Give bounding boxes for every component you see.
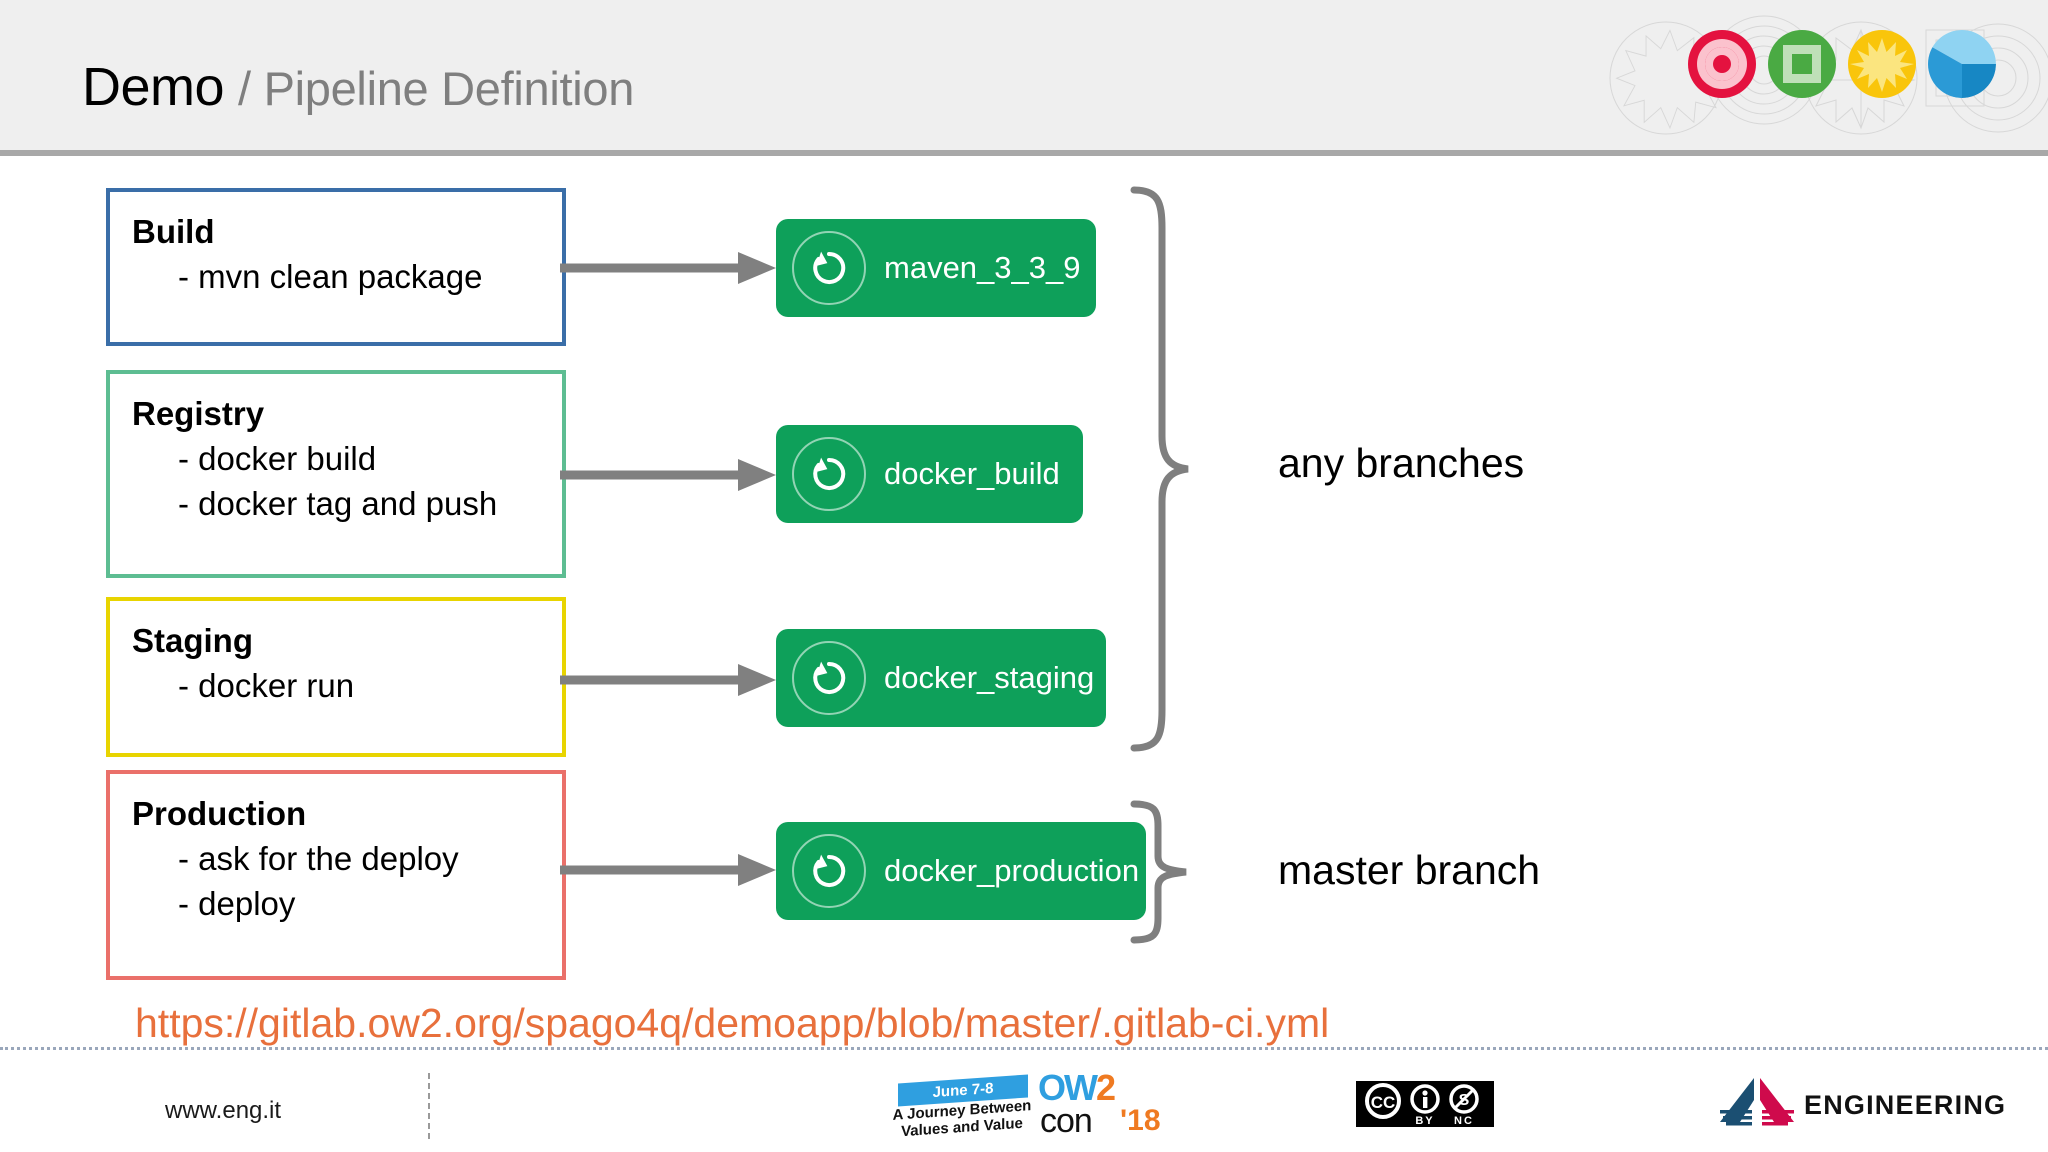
arrow-registry-to-job: [560, 459, 776, 491]
svg-text:NC: NC: [1454, 1115, 1474, 1127]
stage-box-staging: Staging - docker run: [106, 597, 566, 757]
brace-any-branches: [1130, 186, 1189, 752]
starburst-icon: [1848, 30, 1916, 98]
ow2con-year: '18: [1120, 1104, 1161, 1137]
title-main: Demo: [82, 57, 225, 117]
page-title: Demo/ Pipeline Definition: [82, 56, 634, 118]
square-icon: [1768, 30, 1836, 98]
ow2con-con-text: con: [1040, 1102, 1093, 1140]
engineering-mark-icon: [1720, 1078, 1794, 1126]
creative-commons-by-nc-badge: CC S BY NC: [1353, 1078, 1497, 1130]
pie-chart-icon: [1928, 30, 1996, 98]
stage-item: - docker tag and push: [178, 485, 498, 522]
stage-box-registry: Registry - docker build - docker tag and…: [106, 370, 566, 578]
ow2con-logo: June 7-8 A Journey Between Values and Va…: [888, 1067, 1161, 1142]
group-label-any-branches: any branches: [1278, 440, 1525, 486]
ow2-letter-o: O: [1038, 1067, 1066, 1108]
stage-item: - docker build: [178, 440, 377, 477]
stage-title: Registry: [132, 395, 265, 432]
source-link[interactable]: https://gitlab.ow2.org/spago4q/demoapp/b…: [135, 1000, 1330, 1046]
job-node-docker-production[interactable]: docker_production: [776, 822, 1146, 920]
footer-website: www.eng.it: [165, 1097, 282, 1124]
stage-title: Production: [132, 795, 307, 832]
ow2-wordmark: OW2: [1038, 1067, 1116, 1108]
job-label: maven_3_3_9: [884, 250, 1081, 285]
brace-master-branch: [1130, 800, 1187, 944]
ow2-letter-w: W: [1064, 1067, 1098, 1108]
retry-icon: [792, 437, 866, 511]
arrow-staging-to-job: [560, 664, 776, 696]
job-node-docker-build[interactable]: docker_build: [776, 425, 1083, 523]
slide-header: Demo/ Pipeline Definition: [0, 0, 2048, 156]
retry-icon: [792, 834, 866, 908]
job-node-maven[interactable]: maven_3_3_9: [776, 219, 1096, 317]
ow2con-banner: June 7-8 A Journey Between Values and Va…: [888, 1074, 1036, 1140]
ow2-digit-2: 2: [1096, 1067, 1116, 1108]
header-icon-group: [1688, 30, 1996, 98]
group-label-master-branch: master branch: [1278, 847, 1541, 893]
stage-item: - mvn clean package: [178, 258, 483, 295]
job-label: docker_staging: [884, 660, 1095, 695]
retry-icon: [792, 231, 866, 305]
job-node-docker-staging[interactable]: docker_staging: [776, 629, 1106, 727]
svg-text:BY: BY: [1415, 1115, 1434, 1127]
arrow-build-to-job: [560, 252, 776, 284]
job-label: docker_production: [884, 853, 1140, 888]
retry-icon: [792, 641, 866, 715]
footer-vertical-divider: [428, 1073, 430, 1139]
title-subtitle: / Pipeline Definition: [238, 62, 635, 115]
arrow-production-to-job: [560, 854, 776, 886]
stage-title: Staging: [132, 622, 253, 659]
stage-item: - docker run: [178, 667, 355, 704]
footer-separator: [0, 1047, 2048, 1050]
target-icon: [1688, 30, 1756, 98]
stage-item: - ask for the deploy: [178, 840, 459, 877]
engineering-wordmark: ENGINEERING: [1804, 1090, 2007, 1120]
stage-item: - deploy: [178, 885, 296, 922]
job-label: docker_build: [884, 456, 1060, 491]
engineering-logo: ENGINEERING: [1718, 1076, 2005, 1132]
stage-box-build: Build - mvn clean package: [106, 188, 566, 346]
svg-text:CC: CC: [1371, 1093, 1396, 1112]
stage-title: Build: [132, 213, 215, 250]
stage-box-production: Production - ask for the deploy - deploy: [106, 770, 566, 980]
